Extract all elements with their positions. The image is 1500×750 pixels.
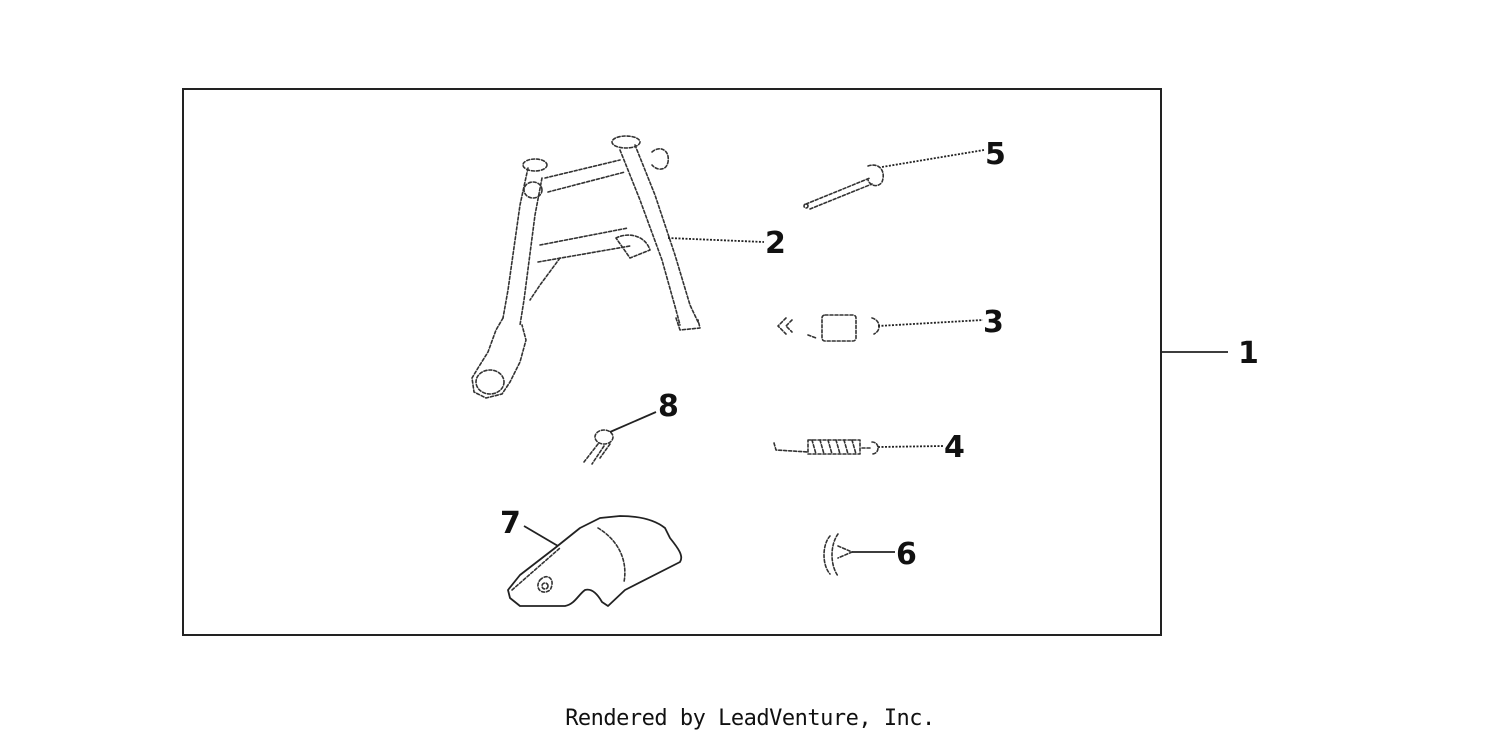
callout-8: 8 <box>658 389 679 424</box>
leader-2 <box>667 237 765 243</box>
stand-cover-part <box>507 515 683 607</box>
stopper-part <box>823 533 853 577</box>
leader-7 <box>523 525 559 547</box>
callout-1: 1 <box>1238 336 1259 371</box>
callout-5: 5 <box>985 137 1006 172</box>
callout-4: 4 <box>944 430 965 465</box>
main-stand-part <box>471 135 701 399</box>
pivot-pin-part <box>803 164 884 210</box>
kit-frame <box>182 88 1162 636</box>
footer-credit: Rendered by LeadVenture, Inc. <box>565 706 935 731</box>
spring-part <box>773 439 879 455</box>
callout-2: 2 <box>765 226 786 261</box>
collar-part <box>777 314 880 342</box>
callout-3: 3 <box>983 305 1004 340</box>
callout-6: 6 <box>896 537 917 572</box>
leader-3 <box>877 319 984 327</box>
parts-diagram: 1 2 5 <box>182 88 1259 636</box>
cotter-pin-part <box>583 429 614 465</box>
leader-8 <box>609 411 657 433</box>
leader-4 <box>877 445 945 448</box>
callout-7: 7 <box>500 506 521 541</box>
leader-5 <box>881 149 985 168</box>
